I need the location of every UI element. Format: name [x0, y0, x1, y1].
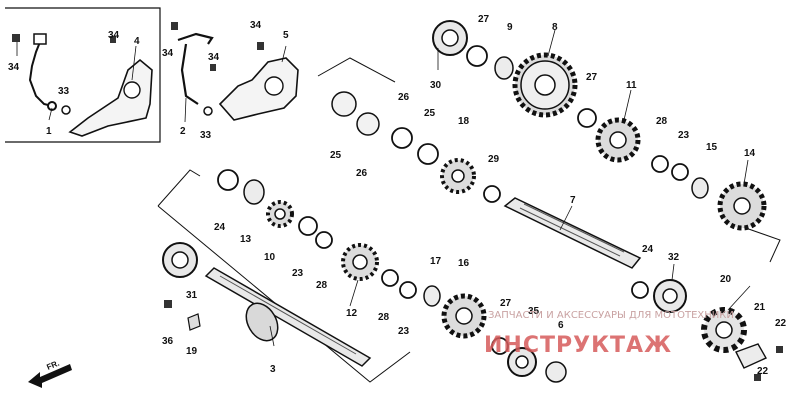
callout-label: 13 [240, 234, 252, 245]
callout-label: 11 [626, 80, 637, 91]
bearing-part [162, 242, 198, 278]
shift-rod-part [28, 33, 57, 111]
callout-label: 17 [430, 256, 442, 267]
callout-label: 24 [642, 244, 654, 255]
callout-label: 22 [775, 318, 787, 329]
callout-label: 8 [552, 22, 558, 33]
callout-label: 5 [283, 30, 289, 41]
gear-part [441, 293, 487, 339]
callout-label: 26 [398, 92, 410, 103]
callout-label: 16 [458, 258, 470, 269]
callout-label: 1 [46, 126, 52, 137]
callout-label: 4 [134, 36, 140, 47]
callout-label: 22 [757, 366, 769, 377]
gear-part [512, 52, 578, 118]
callout-label: 2 [180, 126, 186, 137]
retainer-part [187, 313, 201, 331]
arrow-left-icon [28, 364, 72, 388]
callout-label: 7 [570, 195, 576, 206]
bracket-plate-part [218, 57, 299, 121]
callout-label: 14 [744, 148, 756, 159]
sprocket-part [701, 307, 747, 353]
bracket-plate-part [68, 58, 153, 137]
lock-plate-part [331, 91, 380, 136]
callout-label: 36 [162, 336, 174, 347]
callout-label: 33 [200, 130, 212, 141]
bolt-part [12, 22, 264, 71]
front-direction-indicator: FR. [28, 359, 72, 388]
callout-label: 23 [678, 130, 690, 141]
gear-part [266, 200, 294, 228]
fixing-plate-part [735, 343, 767, 369]
callout-label: 9 [507, 22, 513, 33]
callout-label: 27 [500, 298, 512, 309]
callout-labels: 1 2 3 4 5 6 7 8 9 10 11 12 13 14 15 16 1… [8, 14, 787, 377]
shift-rod-part [177, 32, 214, 105]
gear-part [440, 158, 476, 194]
callout-label: 28 [316, 280, 328, 291]
callout-label: 31 [186, 290, 198, 301]
callout-label: 27 [478, 14, 490, 25]
bearing-part [432, 20, 468, 56]
direction-label: FR. [45, 359, 60, 372]
callout-label: 32 [668, 252, 680, 263]
callout-label: 24 [214, 222, 226, 233]
callout-label: 28 [378, 312, 390, 323]
mainshaft-part [503, 197, 642, 269]
callout-label: 26 [356, 168, 368, 179]
callout-label: 20 [720, 274, 732, 285]
callout-label: 25 [424, 108, 436, 119]
leader-lines [16, 29, 751, 347]
group-outline [157, 205, 411, 383]
callout-label: 34 [162, 48, 174, 59]
countershaft-part [204, 267, 372, 367]
watermark-line: ЗАПЧАСТИ И АКСЕССУАРЫ ДЛЯ МОТОТЕХНИКИ [488, 310, 734, 321]
callout-label: 21 [754, 302, 766, 313]
watermark: ЗАПЧАСТИ И АКСЕССУАРЫ ДЛЯ МОТОТЕХНИКИ ИН… [484, 310, 734, 358]
callout-label: 30 [430, 80, 442, 91]
group-outline [739, 225, 781, 263]
callout-label: 25 [330, 150, 342, 161]
watermark-logo-text: ИНСТРУКТАЖ [484, 333, 672, 358]
callout-label: 23 [292, 268, 304, 279]
callout-label: 28 [656, 116, 668, 127]
bearing-part [653, 279, 687, 313]
callout-label: 27 [586, 72, 598, 83]
gear-part [717, 181, 767, 231]
gear-part [595, 117, 641, 163]
callout-label: 33 [58, 86, 70, 97]
washer-part [203, 106, 213, 116]
callout-label: 23 [398, 326, 410, 337]
callout-label: 10 [264, 252, 276, 263]
callout-label: 35 [528, 306, 540, 317]
bolt-part [164, 300, 783, 381]
inset-box [5, 7, 161, 143]
callout-label: 6 [558, 320, 564, 331]
bushing-part [243, 56, 709, 383]
callout-label: 34 [108, 30, 120, 41]
callout-label: 12 [346, 308, 358, 319]
group-outline [157, 169, 201, 207]
callout-label: 29 [488, 154, 500, 165]
callout-label: 34 [8, 62, 20, 73]
callout-label: 34 [250, 20, 262, 31]
callout-label: 15 [706, 142, 718, 153]
bracket-hole [123, 81, 141, 99]
washer-part [217, 45, 689, 355]
callout-label: 34 [208, 52, 220, 63]
callout-label: 18 [458, 116, 470, 127]
callout-label: 3 [270, 364, 276, 375]
callout-label: 19 [186, 346, 198, 357]
bearing-part [507, 347, 537, 377]
bracket-hole [264, 76, 284, 96]
group-outline [317, 57, 396, 83]
gear-part [341, 243, 379, 281]
washer-part [61, 105, 71, 115]
